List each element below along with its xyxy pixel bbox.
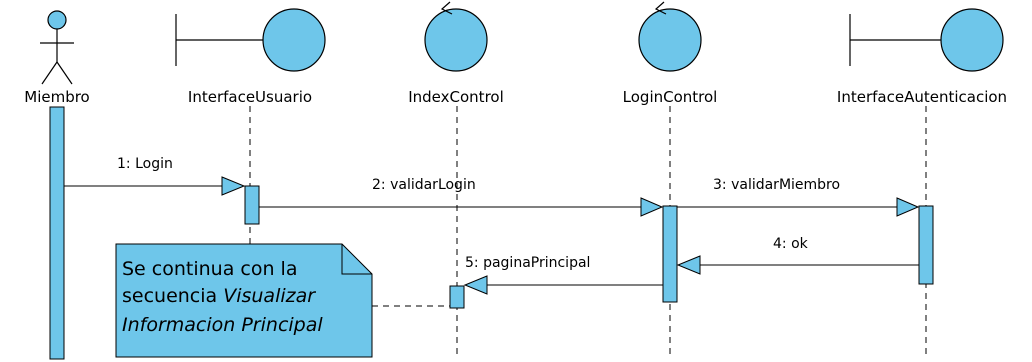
participant-interface-usuario: InterfaceUsuario: [175, 8, 326, 225]
activation-bar-index-control: [449, 285, 465, 309]
participant-interface-autenticacion: InterfaceAutenticacion: [837, 8, 1007, 285]
message-label: 4: ok: [773, 236, 809, 252]
note-box: [115, 243, 373, 358]
message-label: 5: paginaPrincipal: [465, 255, 590, 271]
control-icon: [638, 1, 702, 72]
participant-label-interface-autenticacion: InterfaceAutenticacion: [837, 88, 1007, 106]
activation-bar-login-control: [662, 205, 678, 303]
actor-icon: [40, 10, 74, 85]
arrowhead-icon: [463, 275, 488, 295]
message-1: 1: Login: [64, 156, 246, 196]
message-label: 3: validarMiembro: [713, 177, 840, 193]
note: Se continua con la secuencia Visualizar …: [115, 243, 450, 358]
message-2: 2: validarLogin: [259, 177, 664, 217]
arrowhead-icon: [640, 197, 664, 217]
message-label: 1: Login: [117, 156, 173, 172]
participant-index-control: IndexControl: [408, 1, 504, 309]
boundary-icon: [175, 8, 326, 72]
participant-login-control: LoginControl: [623, 1, 718, 303]
message-label: 2: validarLogin: [372, 177, 476, 193]
note-line-3: Informacion Principal: [122, 314, 323, 336]
note-line-2: secuencia Visualizar: [122, 285, 316, 307]
note-line-2-italic: Visualizar: [223, 285, 316, 307]
arrowhead-icon: [221, 176, 246, 196]
note-line-1: Se continua con la: [122, 258, 297, 280]
message-4: 4: ok: [676, 236, 919, 275]
participant-label-index-control: IndexControl: [408, 88, 504, 106]
participant-label-miembro: Miembro: [24, 88, 90, 106]
arrowhead-icon: [676, 255, 701, 275]
participant-label-interface-usuario: InterfaceUsuario: [188, 88, 312, 106]
activation-bar-interface-usuario: [244, 185, 260, 225]
control-icon: [424, 1, 488, 72]
note-line-2-plain: secuencia: [122, 285, 223, 307]
note-fold-icon: [341, 244, 372, 275]
message-5: 5: paginaPrincipal: [463, 255, 663, 295]
activation-bar-interface-autenticacion: [918, 205, 934, 285]
participant-label-login-control: LoginControl: [623, 88, 718, 106]
activation-bar-miembro: [49, 106, 65, 360]
message-3: 3: validarMiembro: [677, 177, 920, 217]
boundary-icon: [849, 8, 1004, 72]
arrowhead-icon: [896, 197, 920, 217]
participant-miembro: Miembro: [24, 10, 90, 360]
